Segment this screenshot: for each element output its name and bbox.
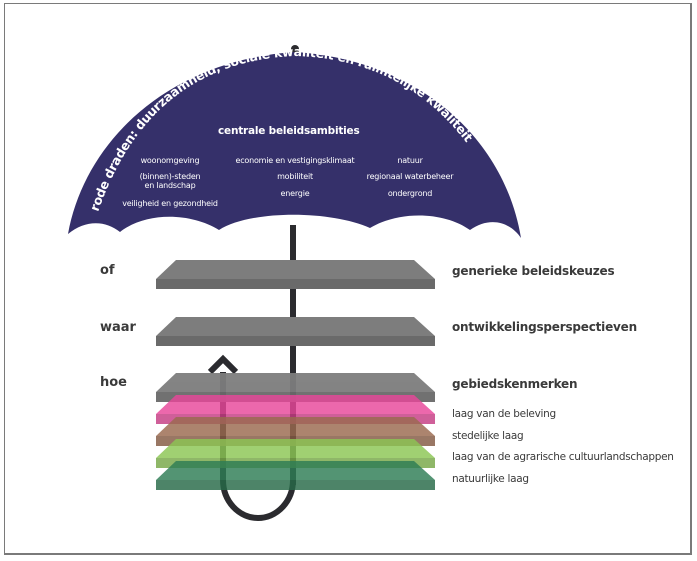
level-label-gebiedskenmerken: gebiedskenmerken xyxy=(452,377,578,391)
slab-gebiedskenmerken-top xyxy=(156,373,435,392)
ambition-waterbeheer: regionaal waterbeheer xyxy=(366,172,454,181)
slab-generieke-beleidskeuzes xyxy=(156,260,435,289)
slab-ontwikkelingsperspectieven-front xyxy=(156,336,435,346)
slab-sublayer-4-top xyxy=(156,461,435,480)
ambition-binnensteden: (binnen)-steden xyxy=(139,172,201,181)
level-label-ontwikkelingsperspectieven: ontwikkelingsperspectieven xyxy=(452,320,637,334)
ambition-veiligheid: veiligheid en gezondheid xyxy=(122,199,218,208)
umbrella-canopy xyxy=(68,52,521,238)
slab-generieke-beleidskeuzes-front xyxy=(156,279,435,289)
level-question-hoe: hoe xyxy=(100,375,128,390)
sublayer-label-agrarisch: laag van de agrarische cultuurlandschapp… xyxy=(452,451,674,463)
slab-generieke-beleidskeuzes-top xyxy=(156,260,435,279)
arrow-up-icon xyxy=(207,354,239,375)
sublayer-label-stedelijk: stedelijke laag xyxy=(452,430,524,442)
umbrella-hook xyxy=(220,372,296,521)
ambition-natuur: natuur xyxy=(397,156,423,165)
level-question-of: of xyxy=(100,263,115,278)
slab-sublayer-1-top xyxy=(156,395,435,414)
slab-sublayer-4-front xyxy=(156,480,435,490)
level-label-generieke: generieke beleidskeuzes xyxy=(452,264,615,278)
umbrella-shaft xyxy=(290,225,296,485)
ambition-landschap: en landschap xyxy=(144,181,196,190)
ambition-woonomgeving: woonomgeving xyxy=(140,156,200,165)
ambition-ondergrond: ondergrond xyxy=(387,189,433,198)
slab-ontwikkelingsperspectieven-top xyxy=(156,317,435,336)
slab-sublayer-3-top xyxy=(156,439,435,458)
level-question-waar: waar xyxy=(100,320,136,335)
ambition-energie: energie xyxy=(280,189,310,198)
ambition-mobiliteit: mobiliteit xyxy=(277,172,313,181)
sublayer-label-natuurlijk: natuurlijke laag xyxy=(452,473,529,485)
sublayer-label-beleving: laag van de beleving xyxy=(452,408,556,420)
ambitions-title: centrale beleidsambities xyxy=(218,125,360,137)
slab-ontwikkelingsperspectieven xyxy=(156,317,435,346)
ambition-economie: economie en vestigingsklimaat xyxy=(235,156,355,165)
slab-sublayer-4 xyxy=(156,461,435,490)
slab-sublayer-2-top xyxy=(156,417,435,436)
